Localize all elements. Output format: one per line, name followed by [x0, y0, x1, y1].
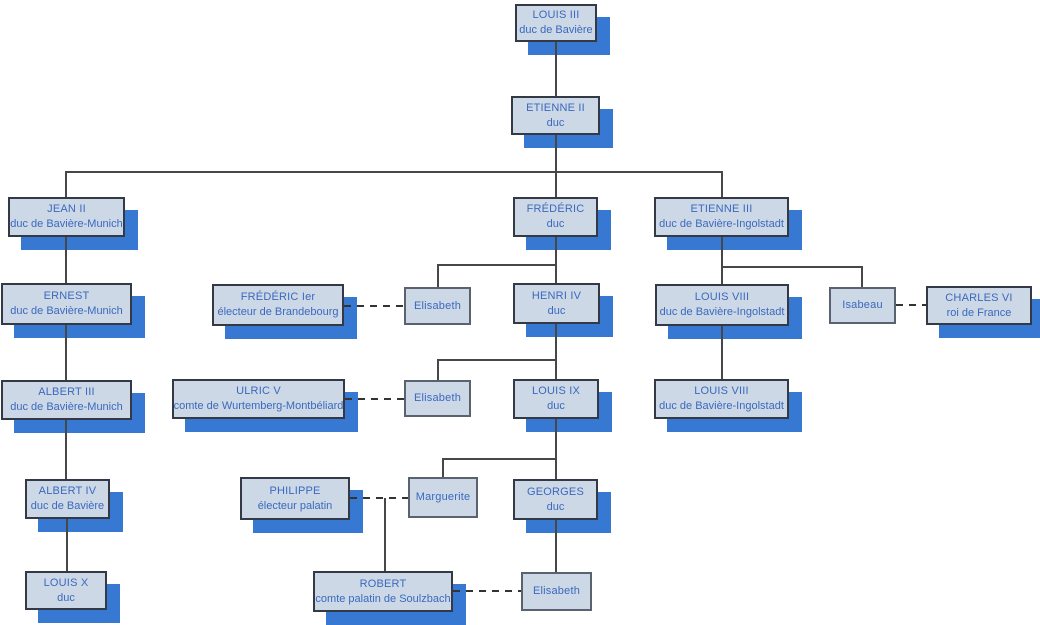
person-name: HENRI IV — [531, 289, 582, 302]
person-name: Isabeau — [842, 299, 883, 311]
person-name: ETIENNE II — [526, 101, 585, 114]
person-title: duc de Bavière-Munich — [10, 218, 123, 230]
person-box-louis-iii[interactable]: LOUIS III duc de Bavière — [515, 4, 597, 42]
person-name: ERNEST — [43, 290, 90, 302]
person-name: ALBERT III — [38, 386, 95, 398]
person-box-albert-iii[interactable]: ALBERT III duc de Bavière-Munich — [1, 380, 132, 420]
person-name: LOUIS X — [43, 576, 89, 589]
person-title: duc — [546, 218, 565, 230]
descent-connector — [65, 171, 723, 197]
person-name: ROBERT — [359, 577, 407, 590]
person-name: FRÉDÉRIC — [526, 203, 585, 215]
person-box-charles-vi[interactable]: CHARLES VI roi de France — [926, 286, 1032, 325]
person-box-louis-viii-a[interactable]: LOUIS VIII duc de Bavière-Ingolstadt — [655, 284, 789, 326]
person-name: LOUIS VIII — [694, 385, 749, 397]
person-name: LOUIS IX — [531, 385, 581, 397]
person-name: ALBERT IV — [38, 485, 97, 497]
person-box-frederic[interactable]: FRÉDÉRIC duc — [513, 197, 598, 237]
person-box-marguerite[interactable]: Marguerite — [408, 477, 478, 518]
person-title: duc de Bavière — [30, 500, 105, 512]
person-box-louis-viii-b[interactable]: LOUIS VIII duc de Bavière-Ingolstadt — [654, 379, 789, 419]
person-name: LOUIS III — [532, 9, 580, 21]
person-name: ETIENNE III — [690, 203, 753, 215]
person-name: GEORGES — [526, 485, 585, 498]
person-box-ulric-v[interactable]: ULRIC V comte de Wurtemberg-Montbéliard — [172, 379, 345, 419]
person-name: Elisabeth — [532, 585, 581, 597]
person-title: duc de Bavière-Munich — [10, 401, 123, 413]
person-title: roi de France — [946, 306, 1012, 319]
descent-connector — [437, 264, 556, 287]
descent-connector — [442, 458, 556, 477]
person-title: comte palatin de Soulzbach — [315, 592, 451, 605]
person-title: duc — [57, 591, 75, 604]
person-title: électeur palatin — [257, 499, 333, 512]
person-title: duc de Bavière-Ingolstadt — [659, 400, 784, 412]
person-name: Elisabeth — [413, 299, 462, 312]
person-name: LOUIS VIII — [694, 291, 750, 303]
person-box-etienne-iii[interactable]: ETIENNE III duc de Bavière-Ingolstadt — [654, 197, 789, 237]
person-name: CHARLES VI — [945, 291, 1013, 304]
person-title: duc — [546, 500, 565, 513]
person-name: Elisabeth — [413, 392, 462, 404]
person-box-isabeau[interactable]: Isabeau — [829, 287, 896, 324]
person-title: électeur de Brandebourg — [217, 306, 339, 318]
person-name: JEAN II — [47, 203, 86, 215]
descent-connector — [722, 266, 863, 287]
person-box-philippe[interactable]: PHILIPPE électeur palatin — [240, 477, 350, 520]
descent-connector — [437, 359, 556, 380]
person-box-elisabeth-1[interactable]: Elisabeth — [404, 287, 471, 325]
person-title: duc — [546, 116, 565, 129]
person-box-jean-ii[interactable]: JEAN II duc de Bavière-Munich — [8, 197, 125, 237]
person-box-elisabeth-3[interactable]: Elisabeth — [521, 572, 592, 611]
person-name: PHILIPPE — [269, 484, 321, 497]
person-box-robert[interactable]: ROBERT comte palatin de Soulzbach — [313, 571, 453, 612]
person-box-louis-ix[interactable]: LOUIS IX duc — [513, 379, 599, 419]
person-box-ernest[interactable]: ERNEST duc de Bavière-Munich — [1, 283, 132, 325]
person-box-georges[interactable]: GEORGES duc — [513, 479, 598, 520]
person-box-louis-x[interactable]: LOUIS X duc — [25, 571, 107, 610]
person-name: Marguerite — [415, 491, 471, 503]
person-box-frederic-ier[interactable]: FRÉDÉRIC Ier électeur de Brandebourg — [212, 284, 344, 326]
person-title: duc de Bavière-Ingolstadt — [659, 306, 785, 318]
person-box-etienne-ii[interactable]: ETIENNE II duc — [511, 96, 600, 135]
person-title: duc de Bavière — [519, 24, 593, 36]
person-title: duc de Bavière-Munich — [10, 305, 123, 317]
person-name: FRÉDÉRIC Ier — [240, 291, 316, 303]
person-title: duc — [547, 304, 566, 317]
person-box-elisabeth-2[interactable]: Elisabeth — [404, 380, 471, 417]
person-name: ULRIC V — [236, 385, 281, 397]
person-box-albert-iv[interactable]: ALBERT IV duc de Bavière — [25, 479, 110, 519]
person-title: duc — [547, 400, 565, 412]
person-title: comte de Wurtemberg-Montbéliard — [173, 400, 344, 412]
person-title: duc de Bavière-Ingolstadt — [659, 218, 784, 230]
person-box-henri-iv[interactable]: HENRI IV duc — [513, 283, 600, 324]
